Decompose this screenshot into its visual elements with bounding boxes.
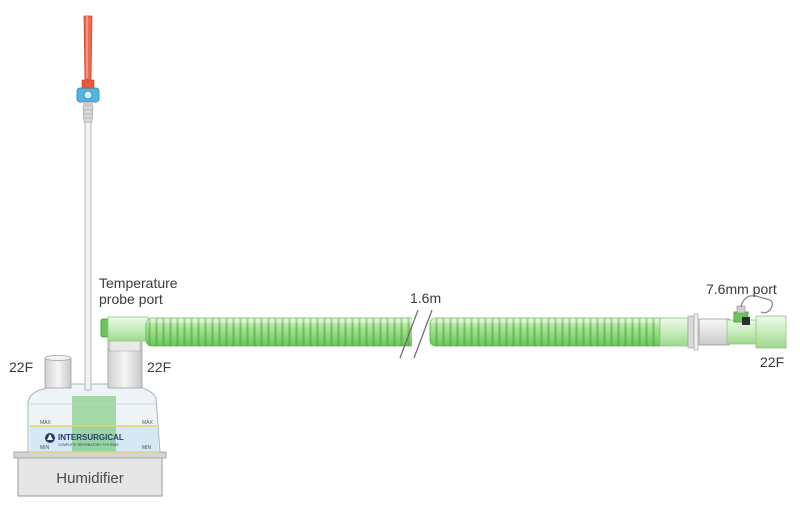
brand-name: INTERSURGICAL: [58, 433, 124, 442]
max-mark-right: MAX: [142, 420, 154, 426]
intersurgical-logo: INTERSURGICAL COMPLETE RESPIRATORY SYSTE…: [45, 433, 124, 447]
breathing-tube-left-segment: [145, 317, 417, 347]
brand-tagline: COMPLETE RESPIRATORY SYSTEMS: [58, 443, 119, 447]
min-mark-right: MIN: [142, 445, 152, 451]
humidifier-unit: [13, 451, 167, 497]
patient-connector: [698, 315, 787, 349]
temperature-probe-port-label: Temperature probe port: [99, 275, 178, 307]
right-connector-label: 22F: [760, 354, 785, 370]
min-mark-left: MIN: [40, 445, 50, 451]
temperature-probe-port: [100, 316, 149, 342]
tube-right-cuff: [659, 313, 699, 351]
port-size-label: 7.6mm port: [706, 281, 777, 297]
humidifier-label: Humidifier: [56, 470, 124, 487]
left-connector-label: 22F: [9, 359, 34, 375]
tube-break-mark: [399, 309, 434, 359]
vent-valve: [76, 87, 100, 106]
temperature-probe-port-label-line1: Temperature: [99, 275, 178, 291]
humidification-chamber: MAX MAX MIN MIN INTERSURGICAL COMPLETE R…: [27, 383, 161, 453]
temperature-probe-port-label-line2: probe port: [99, 291, 163, 307]
port-cap: [733, 295, 774, 325]
left-22f-port: [44, 355, 72, 389]
middle-connector-label: 22F: [147, 359, 172, 375]
tube-length-label: 1.6m: [410, 290, 442, 306]
feed-tube: [82, 105, 94, 391]
max-mark-left: MAX: [40, 420, 52, 426]
spike: [81, 15, 95, 89]
breathing-tube-right-segment: [429, 317, 665, 347]
